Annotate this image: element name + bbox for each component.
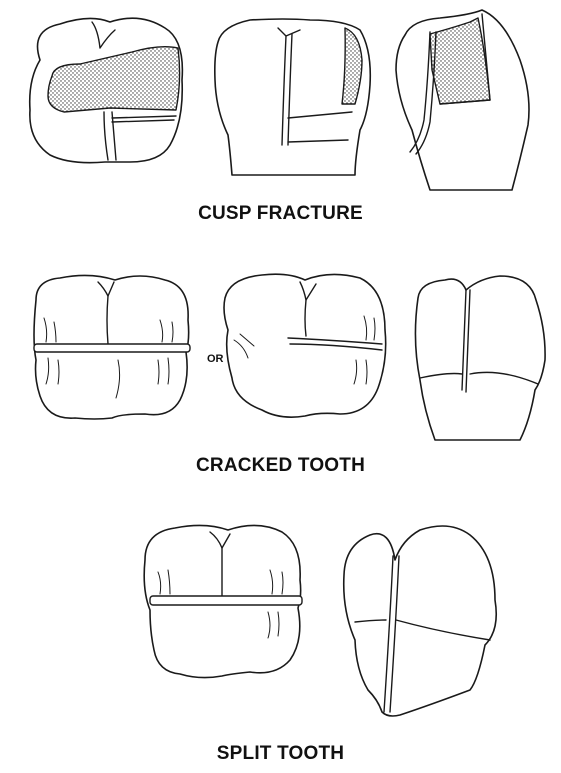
caption-cusp-fracture: CUSP FRACTURE [0, 203, 561, 225]
caption-split-tooth: SPLIT TOOTH [0, 743, 561, 765]
cusp-fracture-facial-view [215, 19, 370, 175]
cracked-tooth-facial-view [415, 276, 545, 440]
or-connector: OR [207, 353, 224, 365]
or-label: OR [207, 353, 224, 365]
cracked-tooth-occlusal-view-1 [34, 275, 190, 419]
caption-cracked-tooth: CRACKED TOOTH [0, 455, 561, 477]
cracked-tooth-occlusal-view-2 [224, 274, 386, 417]
split-tooth-occlusal-view [144, 525, 302, 677]
cusp-fracture-occlusal-view [30, 18, 183, 163]
split-tooth-facial-view [344, 526, 497, 716]
cusp-fracture-proximal-view [396, 10, 529, 190]
